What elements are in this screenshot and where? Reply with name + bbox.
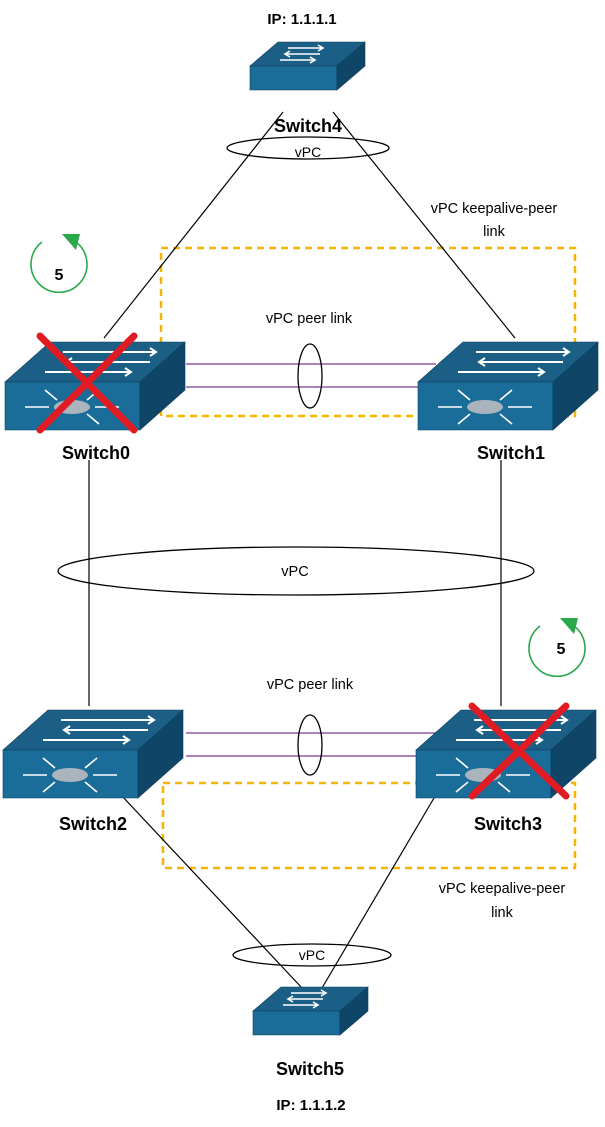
peer-link-top-label: vPC peer link: [266, 311, 353, 327]
fail-x-switch3: [468, 702, 570, 800]
switch0-label: Switch0: [62, 443, 130, 463]
vpc-bottom-label: vPC: [299, 947, 325, 963]
switch1-label: Switch1: [477, 443, 545, 463]
switch4-icon[interactable]: [249, 41, 366, 91]
link-sw3-sw5: [321, 797, 435, 989]
keepalive-box-bottom: [161, 781, 577, 870]
switch5-icon[interactable]: [252, 986, 369, 1036]
counter-bottom-value: 5: [557, 641, 566, 658]
switch3-label: Switch3: [474, 814, 542, 834]
keepalive-box-top: [159, 246, 577, 418]
keepalive-bottom-line2: link: [491, 905, 514, 921]
counter-arrow-bottom-icon: [528, 618, 586, 678]
switch4-label: Switch4: [274, 116, 342, 136]
switch5-label: Switch5: [276, 1059, 344, 1079]
vpc-ellipse-middle: [57, 546, 535, 596]
link-sw2-sw5: [121, 795, 303, 989]
switch2-label: Switch2: [59, 814, 127, 834]
keepalive-top-line2: link: [483, 224, 506, 240]
switch0-icon[interactable]: [4, 341, 186, 431]
vpc-ellipse-top: [226, 136, 390, 160]
fail-x-switch0: [36, 332, 138, 434]
link-sw4-sw0: [103, 111, 284, 339]
peer-bundle-bottom: [297, 714, 323, 776]
switch2-icon[interactable]: [2, 709, 184, 799]
peer-link-bottom-label: vPC peer link: [267, 677, 354, 693]
switch5-ip: IP: 1.1.1.2: [276, 1097, 345, 1114]
link-sw4-sw1: [332, 111, 516, 339]
switch3-icon[interactable]: [415, 709, 597, 799]
keepalive-bottom-line1: vPC keepalive-peer: [439, 881, 566, 897]
switch1-icon[interactable]: [417, 341, 599, 431]
vpc-top-label: vPC: [295, 144, 321, 160]
switch4-ip: IP: 1.1.1.1: [267, 11, 336, 28]
vpc-middle-label: vPC: [281, 564, 308, 580]
counter-top-value: 5: [55, 267, 64, 284]
peer-bundle-top: [297, 343, 323, 409]
vpc-ellipse-bottom: [232, 943, 392, 967]
counter-arrow-top-icon: [30, 234, 88, 294]
keepalive-top-line1: vPC keepalive-peer: [431, 201, 558, 217]
